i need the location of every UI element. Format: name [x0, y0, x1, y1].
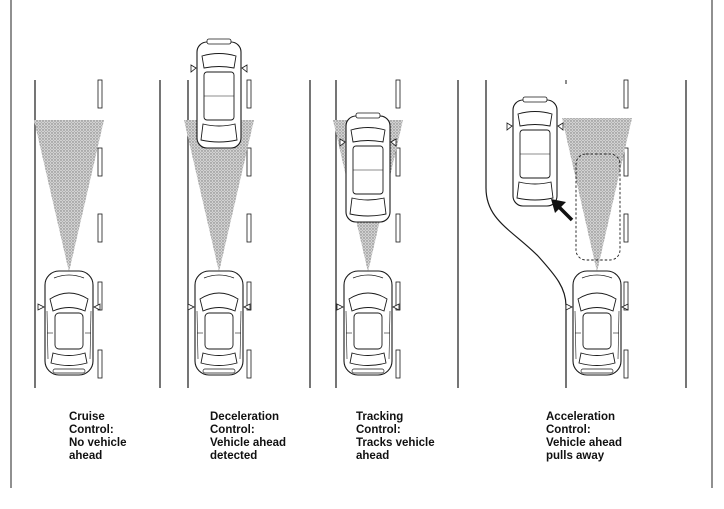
car-lead-icon	[190, 38, 248, 149]
car-top-view-icon	[37, 270, 101, 376]
panel-deceleration	[184, 38, 311, 388]
radar-cone-icon	[562, 118, 632, 272]
pull-away-arrow-icon	[551, 199, 574, 222]
car-top-view-icon	[187, 270, 251, 376]
radar-cone-icon	[34, 120, 104, 272]
panel-acceleration	[485, 79, 687, 388]
caption-tracking: Tracking Control: Tracks vehicle ahead	[356, 411, 435, 462]
car-top-view-icon	[565, 270, 629, 376]
caption-cruise: Cruise Control: No vehicle ahead	[69, 411, 127, 462]
lane-markings	[97, 79, 103, 379]
caption-acceleration: Acceleration Control: Vehicle ahead pull…	[546, 411, 623, 462]
lane-markings	[246, 79, 252, 379]
previous-vehicle-outline	[575, 153, 621, 261]
panel-tracking	[333, 79, 459, 388]
panel-cruise	[34, 79, 161, 388]
car-lead-icon	[506, 96, 564, 207]
lane-markings	[395, 79, 401, 379]
radar-cone-icon	[184, 120, 254, 272]
car-lead-icon	[339, 112, 397, 223]
car-top-view-icon	[336, 270, 400, 376]
caption-deceleration: Deceleration Control: Vehicle ahead dete…	[210, 411, 287, 462]
road-edge-left-curve	[485, 80, 567, 388]
lane-markings	[623, 79, 629, 379]
